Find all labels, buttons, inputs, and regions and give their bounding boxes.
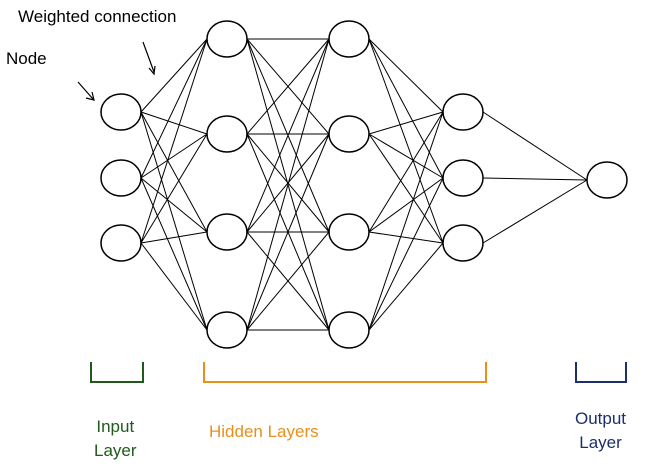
connection-input-3-to-hidden1-2 — [140, 133, 208, 244]
node-annotation: Node — [6, 49, 47, 68]
connection-hidden1-2-to-hidden2-1 — [246, 38, 330, 135]
connection-input-1-to-hidden1-1 — [140, 38, 208, 113]
input-layer-bracket — [90, 362, 144, 383]
hidden-layers-label: Hidden Layers — [209, 422, 319, 441]
connection-hidden2-2-to-hidden3-2 — [368, 133, 444, 179]
hidden2-node-2 — [328, 115, 370, 153]
connection-hidden3-1-to-output-1 — [482, 111, 588, 181]
input-layer-label: Input Layer — [94, 415, 137, 463]
connection-hidden1-4-to-hidden2-2 — [246, 133, 330, 331]
connection-hidden2-4-to-hidden3-1 — [368, 111, 444, 331]
connection-hidden2-4-to-hidden3-2 — [368, 177, 444, 331]
connection-hidden2-3-to-hidden3-2 — [368, 177, 444, 233]
connection-input-3-to-hidden1-3 — [140, 231, 208, 244]
input-layer-label-line1: Input — [96, 417, 135, 436]
connection-hidden2-4-to-hidden3-3 — [368, 242, 444, 331]
nodes — [100, 20, 628, 349]
node-pointer-arrow — [77, 81, 95, 101]
connection-input-2-to-hidden1-4 — [140, 177, 208, 331]
hidden1-node-3 — [206, 213, 248, 251]
connection-hidden2-2-to-hidden3-3 — [368, 133, 444, 244]
connection-pointer-arrow — [142, 41, 156, 76]
hidden1-node-4 — [206, 311, 248, 349]
connection-hidden2-1-to-hidden3-2 — [368, 38, 444, 179]
hidden2-node-1 — [328, 20, 370, 58]
output-node-1 — [586, 161, 628, 199]
hidden1-node-2 — [206, 115, 248, 153]
weighted-connections — [140, 38, 588, 331]
connection-input-1-to-hidden1-4 — [140, 111, 208, 331]
weighted-connection-annotation: Weighted connection — [18, 7, 177, 26]
connection-input-3-to-hidden1-4 — [140, 242, 208, 331]
hidden1-node-1 — [206, 20, 248, 58]
connection-input-2-to-hidden1-1 — [140, 38, 208, 179]
output-layer-label-line1: Output — [575, 409, 627, 428]
connection-hidden2-3-to-hidden3-1 — [368, 111, 444, 233]
connection-hidden1-4-to-hidden2-1 — [246, 38, 330, 331]
connection-hidden1-4-to-hidden2-3 — [246, 231, 330, 331]
connection-input-3-to-hidden1-1 — [140, 38, 208, 244]
input-node-2 — [100, 159, 142, 197]
output-layer-bracket — [575, 362, 627, 383]
input-node-3 — [100, 224, 142, 262]
connection-input-2-to-hidden1-3 — [140, 177, 208, 233]
connection-input-2-to-hidden1-2 — [140, 133, 208, 179]
connection-hidden3-2-to-output-1 — [482, 177, 588, 181]
input-node-1 — [100, 93, 142, 131]
hidden3-node-2 — [442, 159, 484, 197]
hidden-layers-bracket — [203, 362, 487, 383]
hidden2-node-4 — [328, 311, 370, 349]
connection-hidden2-1-to-hidden3-3 — [368, 38, 444, 244]
connection-input-1-to-hidden1-3 — [140, 111, 208, 233]
connection-hidden2-2-to-hidden3-1 — [368, 111, 444, 135]
hidden3-node-1 — [442, 93, 484, 131]
connection-hidden2-1-to-hidden3-1 — [368, 38, 444, 113]
hidden3-node-3 — [442, 224, 484, 262]
hidden2-node-3 — [328, 213, 370, 251]
connection-hidden3-3-to-output-1 — [482, 179, 588, 244]
output-layer-label: Output Layer — [575, 407, 626, 455]
connection-input-1-to-hidden1-2 — [140, 111, 208, 135]
input-layer-label-line2: Layer — [94, 440, 137, 460]
output-layer-label-line2: Layer — [579, 432, 622, 452]
connection-hidden1-3-to-hidden2-1 — [246, 38, 330, 233]
connection-hidden2-3-to-hidden3-3 — [368, 231, 444, 244]
